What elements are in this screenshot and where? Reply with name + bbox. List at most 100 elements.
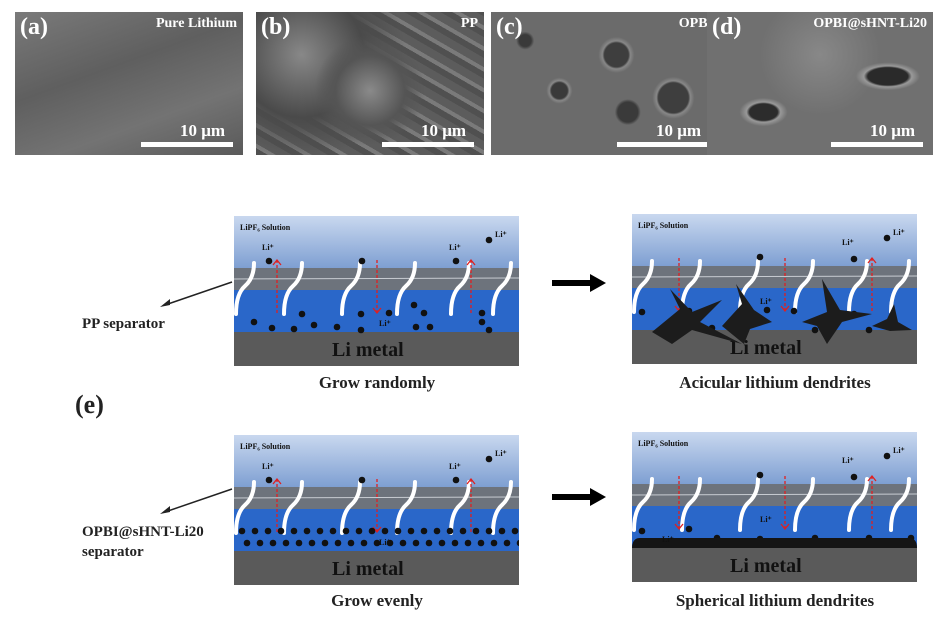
li-metal-layer	[632, 548, 917, 582]
li-ion-label: Li⁺	[662, 535, 674, 544]
li-ion-dot	[357, 310, 365, 318]
li-ion-dot	[451, 539, 459, 547]
li-ion-dot	[638, 527, 646, 535]
pore-channel	[847, 259, 869, 314]
pore-channel	[282, 480, 304, 535]
li-ion-label: Li⁺	[379, 319, 391, 328]
li-ion-dot	[358, 257, 366, 265]
li-ion-dot	[511, 527, 519, 535]
li-ion-dot	[265, 476, 273, 484]
li-ion-dot	[251, 527, 259, 535]
li-metal-layer	[234, 332, 519, 366]
li-ion-dot	[385, 309, 393, 317]
li-ion-label: Li⁺	[379, 538, 391, 547]
pore-channel	[680, 477, 702, 532]
li-ion-dot	[850, 473, 858, 481]
li-ion-dot	[426, 323, 434, 331]
li-ion-dot	[452, 257, 460, 265]
li-ion-dot	[638, 308, 646, 316]
li-ion-dot	[310, 321, 318, 329]
li-ion-dot	[446, 527, 454, 535]
panel-label: (b)	[261, 14, 291, 40]
li-ion-dot	[865, 326, 873, 334]
scale-bar	[141, 142, 233, 147]
pore-channel	[491, 261, 513, 316]
li-ion-dot	[433, 527, 441, 535]
li-ion-dot	[316, 527, 324, 535]
panel-label: (a)	[20, 14, 48, 40]
pore-channel	[889, 259, 911, 314]
li-ion-dot	[308, 539, 316, 547]
li-metal-label: Li metal	[332, 339, 404, 361]
pore-channel	[632, 259, 654, 314]
arrow-head-icon	[780, 523, 790, 531]
pointer-arrow-icon	[160, 488, 233, 514]
separator-streak	[234, 496, 519, 499]
li-ion-dot	[394, 527, 402, 535]
scale-bar	[382, 142, 474, 147]
pointer-arrow-icon	[160, 281, 233, 307]
solution-label: LiPF₆ Solution	[240, 442, 291, 451]
scale-label: 10 μm	[869, 121, 915, 140]
pore-channel	[340, 261, 362, 316]
li-ion-label: Li⁺	[893, 446, 905, 455]
li-ion-dot	[264, 527, 272, 535]
caption: Grow evenly	[331, 591, 423, 610]
li-ion-dot	[358, 476, 366, 484]
li-ion-dot	[243, 539, 251, 547]
li-ion-dot	[295, 539, 303, 547]
separator-label: separator	[82, 544, 144, 560]
li-ion-dot	[883, 452, 891, 460]
li-ion-dot	[268, 324, 276, 332]
pore-channel	[847, 477, 869, 532]
li-ion-dot	[290, 527, 298, 535]
scale-bar	[617, 142, 709, 147]
solution-label: LiPF₆ Solution	[638, 221, 689, 230]
li-metal-label: Li metal	[730, 555, 802, 577]
li-ion-dot	[238, 527, 246, 535]
panel-e-label: (e)	[75, 390, 104, 419]
li-ion-dot	[290, 325, 298, 333]
li-ion-dot	[498, 527, 506, 535]
li-ion-dot	[478, 309, 486, 317]
li-ion-dot	[478, 318, 486, 326]
li-ion-dot	[410, 301, 418, 309]
li-ion-label: Li⁺	[842, 238, 854, 247]
separator-streak	[632, 275, 917, 278]
arrow-head-icon	[272, 477, 282, 485]
li-ion-dot	[360, 539, 368, 547]
li-ion-dot	[464, 539, 472, 547]
separator-streak	[234, 277, 519, 280]
li-ion-dot	[386, 539, 394, 547]
panel-title: PP	[460, 16, 478, 31]
li-ion-label: Li⁺	[449, 462, 461, 471]
li-ion-label: Li⁺	[449, 243, 461, 252]
li-ion-dot	[282, 539, 290, 547]
scale-bar	[831, 142, 923, 147]
li-ion-dot	[357, 326, 365, 334]
li-ion-label: Li⁺	[842, 456, 854, 465]
separator-label: PP separator	[82, 316, 165, 332]
arrow-head-icon	[372, 307, 382, 315]
pore-channel	[282, 261, 304, 316]
li-ion-dot	[477, 539, 485, 547]
li-ion-label: Li⁺	[893, 228, 905, 237]
li-ion-label: Li⁺	[760, 515, 772, 524]
li-ion-dot	[269, 539, 277, 547]
li-metal-label: Li metal	[730, 337, 802, 359]
li-ion-dot	[321, 539, 329, 547]
li-ion-dot	[355, 527, 363, 535]
scale-label: 10 μm	[179, 121, 225, 140]
li-ion-dot	[503, 539, 511, 547]
li-ion-dot	[452, 476, 460, 484]
panel-label: (c)	[496, 14, 523, 40]
pore-channel	[395, 261, 417, 316]
arrow-head-icon	[466, 477, 476, 485]
li-ion-dot	[485, 527, 493, 535]
li-ion-dot	[438, 539, 446, 547]
panel-title: OPBI@sHNT-Li20	[813, 16, 927, 31]
